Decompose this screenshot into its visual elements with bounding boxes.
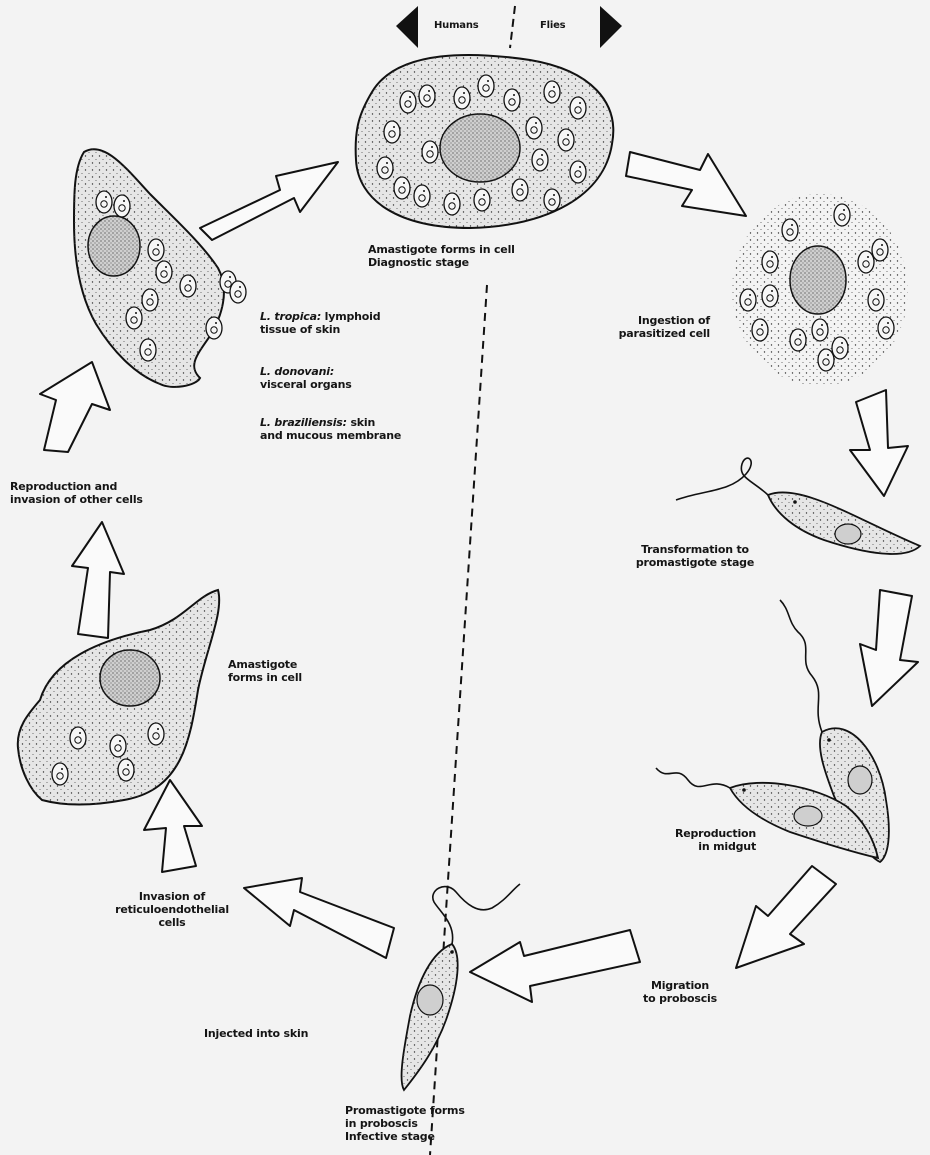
species-name: L. donovani: — [260, 365, 334, 378]
caption-transformation: Transformation to promastigote stage — [620, 543, 770, 569]
caption-line: to proboscis — [630, 992, 730, 1005]
arrow-right-down-2 — [860, 590, 918, 706]
infected-cell-lower-left — [18, 590, 219, 805]
promastigotes-dividing-midgut — [656, 600, 889, 862]
flies-label: Flies — [540, 19, 565, 32]
arrow-to-injection — [244, 878, 394, 958]
caption-line: parasitized cell — [570, 327, 710, 340]
humans-label: Humans — [434, 19, 479, 32]
arrow-up-reproduction — [72, 522, 124, 638]
caption-line: Infective stage — [345, 1130, 465, 1143]
caption-amastigote-diagnostic: Amastigote forms in cell Diagnostic stag… — [368, 243, 515, 269]
caption-line: invasion of other cells — [10, 493, 143, 506]
arrow-to-promastigote — [470, 930, 640, 1002]
caption-line: Amastigote forms in cell — [368, 243, 515, 256]
caption-line: Ingestion of — [570, 314, 710, 327]
species-line: L. tropica: lymphoid — [260, 310, 380, 323]
caption-amastigote-lower: Amastigote forms in cell — [228, 658, 302, 684]
caption-line: Diagnostic stage — [368, 256, 515, 269]
species-site: lymphoid — [321, 310, 380, 323]
caption-line: Invasion of — [102, 890, 242, 903]
arrow-up-to-upper-left — [40, 362, 110, 452]
species-line: visceral organs — [260, 378, 352, 391]
caption-line: cells — [102, 916, 242, 929]
species-line: L. donovani: — [260, 365, 352, 378]
caption-promastigote-infective: Promastigote forms in proboscis Infectiv… — [345, 1104, 465, 1143]
caption-line: forms in cell — [228, 671, 302, 684]
species-line: and mucous membrane — [260, 429, 401, 442]
caption-ingestion: Ingestion of parasitized cell — [570, 314, 710, 340]
caption-reproduction-midgut: Reproduction in midgut — [650, 827, 756, 853]
species-note-donovani: L. donovani: visceral organs — [260, 365, 352, 391]
caption-line: promastigote stage — [620, 556, 770, 569]
caption-reproduction-other-cells: Reproduction and invasion of other cells — [10, 480, 143, 506]
header-divider-tick — [510, 6, 515, 48]
caption-line: in midgut — [650, 840, 756, 853]
arrow-to-invasion — [144, 780, 202, 872]
caption-line: reticuloendothelial — [102, 903, 242, 916]
arrow-top-to-right — [626, 152, 746, 216]
species-note-braziliensis: L. braziliensis: skin and mucous membran… — [260, 416, 401, 442]
caption-injected: Injected into skin — [204, 1027, 308, 1040]
infected-cell-upper-left — [74, 149, 246, 387]
arrow-upper-left-to-top — [200, 162, 338, 240]
caption-invasion: Invasion of reticuloendothelial cells — [102, 890, 242, 929]
species-name: L. braziliensis: — [260, 416, 347, 429]
humans-direction-arrow — [396, 6, 418, 48]
species-note-tropica: L. tropica: lymphoid tissue of skin — [260, 310, 380, 336]
infected-cell-top — [356, 55, 614, 228]
parasitized-cell-ingested — [732, 194, 908, 386]
caption-line: Reproduction and — [10, 480, 143, 493]
species-line: L. braziliensis: skin — [260, 416, 401, 429]
arrow-right-down-1 — [850, 390, 908, 496]
species-name: L. tropica: — [260, 310, 321, 323]
caption-line: Promastigote forms — [345, 1104, 465, 1117]
flies-direction-arrow — [600, 6, 622, 48]
caption-line: Transformation to — [620, 543, 770, 556]
arrow-midgut-to-proboscis — [736, 866, 836, 968]
caption-line: Reproduction — [650, 827, 756, 840]
caption-migration: Migration to proboscis — [630, 979, 730, 1005]
species-site: skin — [347, 416, 375, 429]
caption-line: Amastigote — [228, 658, 302, 671]
caption-line: Migration — [630, 979, 730, 992]
species-line: tissue of skin — [260, 323, 380, 336]
caption-line: in proboscis — [345, 1117, 465, 1130]
